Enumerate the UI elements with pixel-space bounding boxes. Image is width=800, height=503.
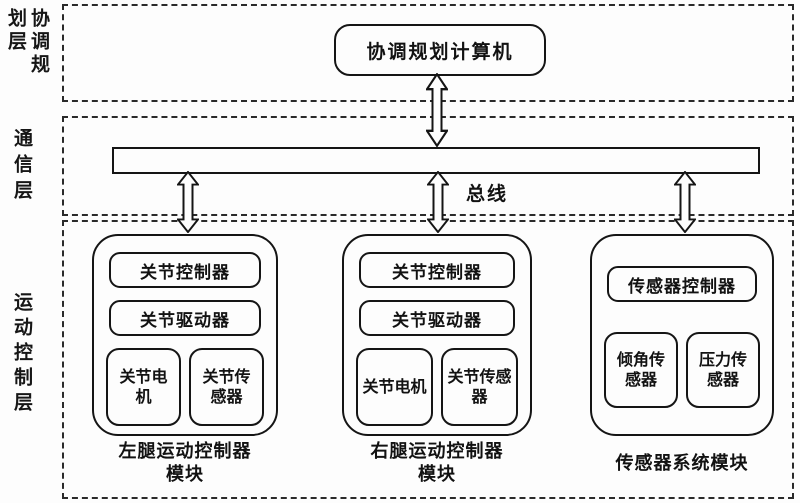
layer-label-planning: 协调规划层 — [5, 8, 50, 77]
caption-line: 右腿运动控制器 — [370, 441, 504, 462]
pressure-sensor-box: 压力传感器 — [686, 332, 760, 408]
tilt-sensor-box: 倾角传感器 — [604, 332, 678, 408]
caption-line: 模块 — [418, 464, 456, 486]
motion-layer-box: 关节控制器 关节驱动器 关节电机 关节传感器 关节控制器 关节驱动器 关节电机 … — [62, 220, 794, 499]
right-leg-module-caption: 右腿运动控制器 模块 — [342, 440, 532, 487]
planning-layer-box: 协调规划计算机 — [62, 4, 794, 102]
sensor-system-module: 传感器控制器 倾角传感器 压力传感器 — [590, 234, 774, 436]
bus-sensor-module-arrow-icon — [674, 171, 696, 233]
joint-driver-box: 关节驱动器 — [359, 300, 515, 336]
joint-units-row: 关节电机 关节传感器 — [106, 348, 264, 426]
bus-middle-module-arrow-icon — [427, 171, 449, 233]
joint-motor-box: 关节电机 — [356, 348, 433, 426]
caption-line: 模块 — [166, 464, 204, 486]
left-leg-module-caption: 左腿运动控制器 模块 — [92, 440, 278, 487]
joint-controller-box: 关节控制器 — [109, 252, 261, 288]
bus-bar — [112, 147, 760, 174]
layer-label-communication: 通信层 — [11, 128, 33, 206]
planning-computer-node: 协调规划计算机 — [334, 24, 546, 76]
caption-line: 左腿运动控制器 — [118, 441, 252, 462]
joint-sensor-box: 关节传感器 — [189, 348, 264, 426]
joint-sensor-box: 关节传感器 — [441, 348, 518, 426]
joint-motor-box: 关节电机 — [106, 348, 181, 426]
bus-label: 总线 — [466, 183, 509, 205]
sensor-module-caption: 传感器系统模块 — [590, 452, 774, 475]
joint-controller-box: 关节控制器 — [359, 252, 515, 288]
right-leg-controller-module: 关节控制器 关节驱动器 关节电机 关节传感器 — [342, 234, 532, 436]
caption-line: 传感器系统模块 — [615, 453, 749, 474]
bus-left-module-arrow-icon — [177, 171, 199, 233]
computer-bus-arrow-icon — [426, 73, 448, 147]
sensor-controller-box: 传感器控制器 — [607, 266, 757, 302]
joint-driver-box: 关节驱动器 — [109, 300, 261, 336]
sensor-units-row: 倾角传感器 压力传感器 — [604, 332, 760, 408]
joint-units-row: 关节电机 关节传感器 — [356, 348, 518, 426]
left-leg-controller-module: 关节控制器 关节驱动器 关节电机 关节传感器 — [92, 234, 278, 436]
layer-label-motion-control: 运动控制层 — [11, 292, 33, 417]
